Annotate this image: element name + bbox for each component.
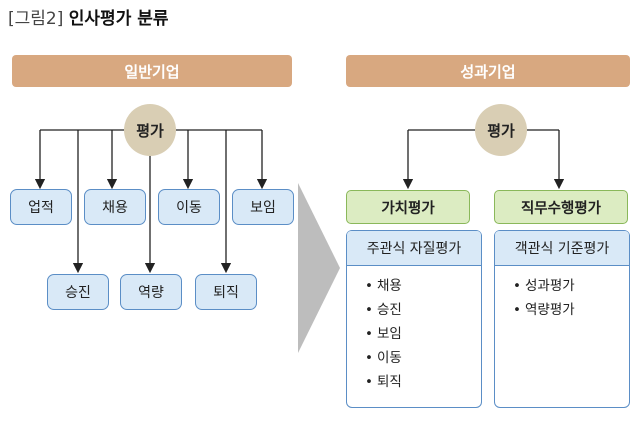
figure-title: [그림2] 인사평가 분류 — [8, 4, 169, 29]
left-banner: 일반기업 — [12, 55, 292, 87]
branch-0-label: 가치평가 — [346, 190, 470, 224]
branch-1-list: 성과평가 역량평가 — [495, 266, 629, 322]
list-item: 퇴직 — [365, 370, 481, 394]
right-banner: 성과기업 — [346, 55, 630, 87]
list-item: 역량평가 — [513, 298, 629, 322]
list-item: 보임 — [365, 322, 481, 346]
list-item: 이동 — [365, 346, 481, 370]
node-bottom-0: 승진 — [47, 274, 109, 310]
branch-0-panel-title: 주관식 자질평가 — [347, 231, 481, 266]
branch-0-list: 채용 승진 보임 이동 퇴직 — [347, 266, 481, 394]
node-top-1: 채용 — [84, 189, 146, 225]
list-item: 승진 — [365, 298, 481, 322]
branch-1-panel: 객관식 기준평가 성과평가 역량평가 — [494, 230, 630, 408]
branch-1-label: 직무수행평가 — [494, 190, 628, 224]
list-item: 성과평가 — [513, 274, 629, 298]
node-top-2: 이동 — [158, 189, 220, 225]
left-hub: 평가 — [124, 104, 176, 156]
branch-0-panel: 주관식 자질평가 채용 승진 보임 이동 퇴직 — [346, 230, 482, 408]
node-top-0: 업적 — [10, 189, 72, 225]
list-item: 채용 — [365, 274, 481, 298]
figure-number: [그림2] — [8, 9, 64, 29]
node-bottom-2: 퇴직 — [195, 274, 257, 310]
transition-arrow — [298, 183, 340, 353]
node-top-3: 보임 — [232, 189, 294, 225]
figure-heading: 인사평가 분류 — [68, 9, 169, 29]
branch-1-panel-title: 객관식 기준평가 — [495, 231, 629, 266]
right-hub: 평가 — [475, 104, 527, 156]
node-bottom-1: 역량 — [120, 274, 182, 310]
